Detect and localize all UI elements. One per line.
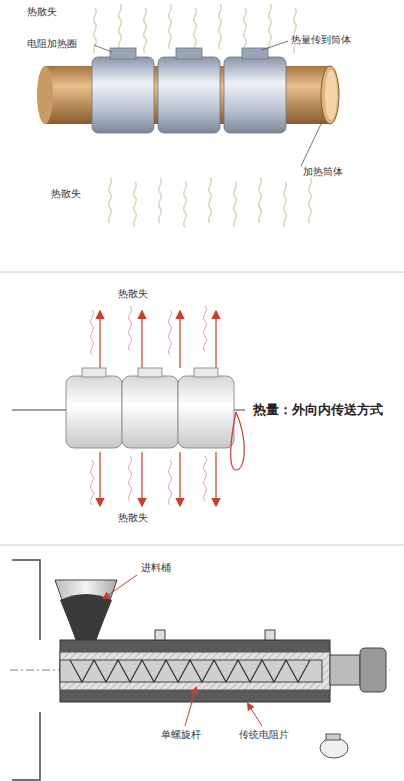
part-label: 传统电阻片 [238,729,290,741]
part-label: 单螺旋杆 [160,729,202,741]
part-label: 热散失 [50,188,82,200]
part-label: 热散失 [117,512,149,524]
part-label: 热散失 [117,288,149,300]
part-label: 加热筒体 [302,166,344,178]
part-label: 热量传到筒体 [290,34,352,46]
part-label: 热散失 [26,6,58,18]
part-label: 热量：外向内传送方式 [252,402,384,418]
part-label: 进料桶 [140,562,172,574]
part-label: 电阻加热圈 [26,38,78,50]
